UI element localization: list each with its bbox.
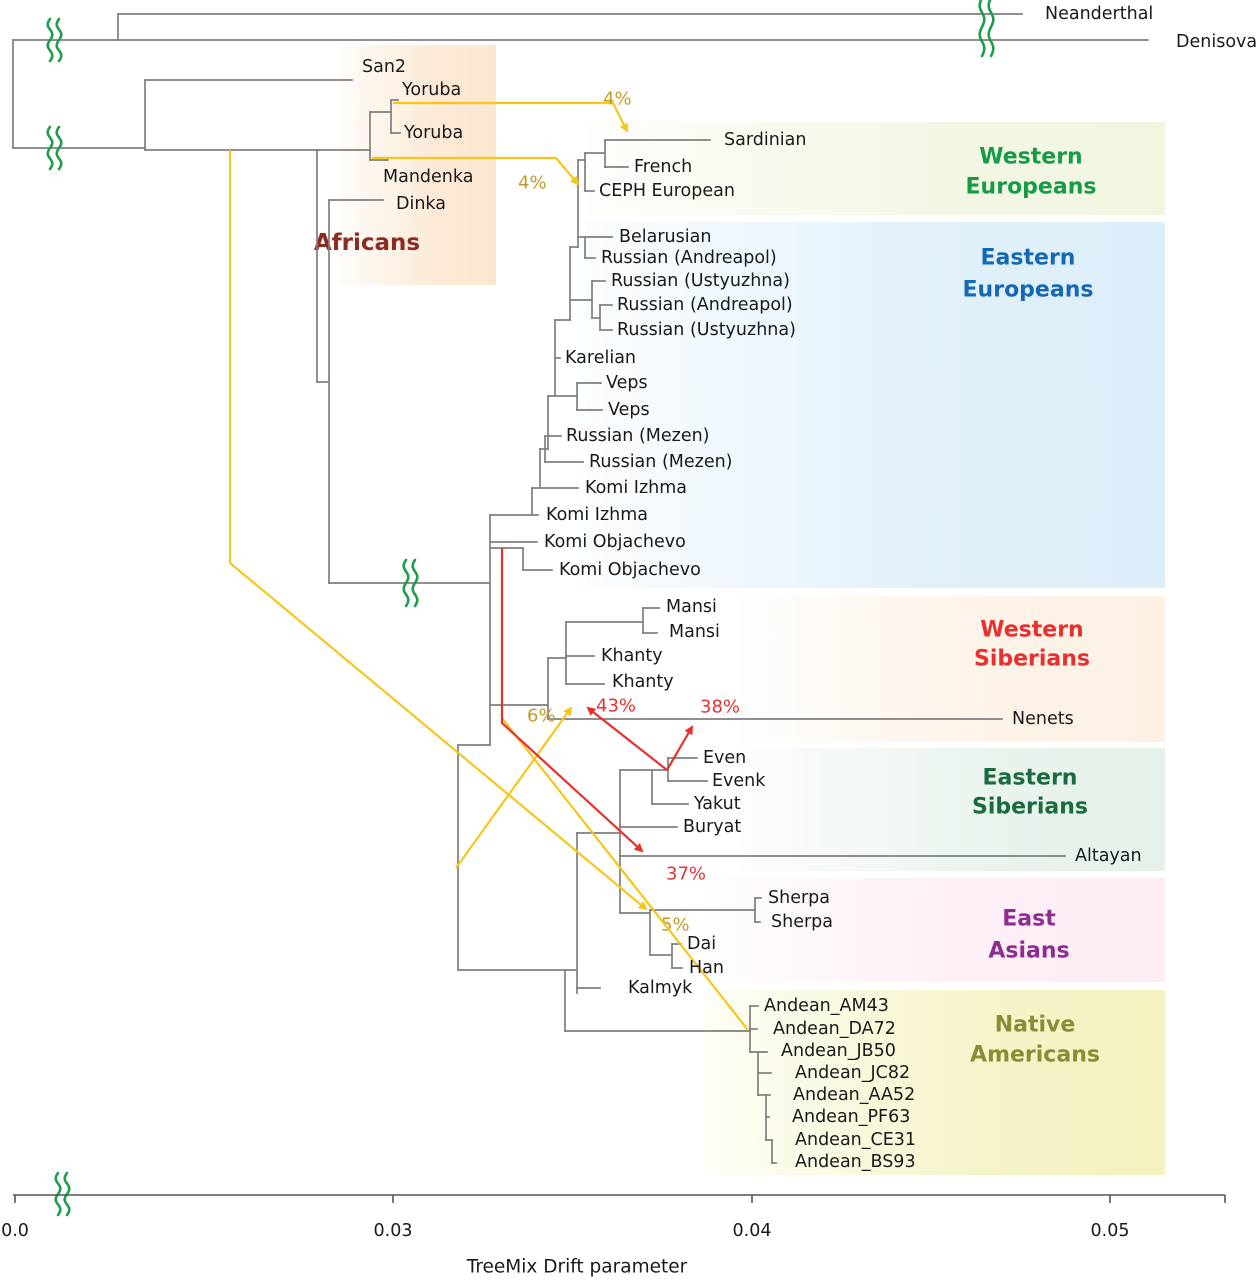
- branch-break-mark: [987, 0, 995, 58]
- taxon-label: Belarusian: [619, 227, 711, 247]
- region-label-western-siberians: Western: [980, 618, 1083, 643]
- region-box-east-asians: [703, 878, 1165, 982]
- taxon-label: Andean_CE31: [795, 1130, 916, 1150]
- migration-percent-yoruba-to-sardinian: 4%: [603, 89, 632, 110]
- taxon-label: San2: [362, 57, 406, 77]
- region-label-eastern-siberians: Eastern: [983, 766, 1078, 791]
- taxon-label: Yoruba: [403, 123, 463, 143]
- taxon-label: Veps: [608, 400, 650, 420]
- taxon-label: French: [634, 157, 692, 177]
- branch-break-mark: [46, 17, 54, 63]
- taxon-label: Karelian: [565, 348, 636, 368]
- branch-break-mark: [46, 125, 54, 171]
- taxon-label: Russian (Ustyuzhna): [617, 320, 796, 340]
- taxon-label: Nenets: [1012, 709, 1074, 729]
- branch-break-mark: [411, 558, 419, 608]
- region-label-western-europeans: Europeans: [966, 175, 1097, 200]
- taxon-label: Komi Izhma: [546, 505, 648, 525]
- taxon-label: Khanty: [601, 646, 663, 666]
- taxon-label: Andean_BS93: [795, 1152, 916, 1172]
- region-label-native-americans: Americans: [970, 1043, 1100, 1068]
- taxon-label: Russian (Andreapol): [601, 248, 777, 268]
- branch-break-mark: [63, 1171, 71, 1217]
- region-box-eastern-europeans: [585, 222, 1165, 588]
- branch-break-mark: [55, 125, 63, 171]
- region-label-western-europeans: Western: [979, 145, 1082, 170]
- x-axis-tick-label: 0.0: [1, 1221, 29, 1241]
- taxon-label: Sherpa: [771, 912, 833, 932]
- migration-percent-to-altayan: 37%: [666, 864, 706, 885]
- taxon-label: Dinka: [396, 194, 446, 214]
- branch-break-mark: [54, 1171, 62, 1217]
- region-box-eastern-siberians: [740, 748, 1165, 871]
- branch-break-mark: [402, 558, 410, 608]
- taxon-label: Komi Objachevo: [544, 532, 686, 552]
- taxon-label: Mansi: [666, 597, 717, 617]
- migration-edge-to-andeans: [501, 717, 749, 1031]
- region-label-eastern-siberians: Siberians: [972, 795, 1088, 820]
- region-box-western-europeans: [585, 122, 1165, 215]
- taxon-label: CEPH European: [599, 181, 735, 201]
- taxon-label: Mansi: [669, 622, 720, 642]
- taxon-label: Andean_AA52: [793, 1085, 915, 1105]
- migration-edge-african-to-eastasians: [228, 150, 648, 911]
- x-axis-tick-label: 0.05: [1091, 1221, 1130, 1241]
- taxon-label: Buryat: [683, 817, 741, 837]
- migration-percent-evenk-to-nenets: 38%: [700, 697, 740, 718]
- region-label-native-americans: Native: [995, 1013, 1076, 1038]
- migration-edge-evenk-to-nenets: [666, 725, 694, 771]
- taxon-label: Sherpa: [768, 888, 830, 908]
- region-box-africans: [340, 45, 496, 285]
- taxon-label: Andean_JC82: [795, 1063, 910, 1083]
- region-box-native-americans: [705, 990, 1165, 1175]
- taxon-label: Andean_DA72: [773, 1019, 896, 1039]
- taxon-label: Russian (Mezen): [589, 452, 733, 472]
- region-box-western-siberians: [740, 596, 1165, 742]
- region-label-eastern-europeans: Eastern: [981, 246, 1076, 271]
- taxon-label: Kalmyk: [628, 978, 693, 998]
- migration-edge-to-altayan: [500, 548, 644, 853]
- taxon-label: Yoruba: [401, 80, 461, 100]
- taxon-label: Evenk: [712, 771, 766, 791]
- taxon-label: Veps: [606, 373, 648, 393]
- branch-break-mark: [978, 0, 986, 58]
- x-axis-tick-label: 0.03: [374, 1221, 413, 1241]
- taxon-label: Komi Objachevo: [559, 560, 701, 580]
- migration-edge-mandenka-to-ceph: [372, 156, 580, 186]
- taxon-label: Yakut: [693, 794, 741, 814]
- taxon-label: Neanderthal: [1045, 4, 1153, 24]
- region-label-east-asians: Asians: [988, 939, 1069, 964]
- region-label-western-siberians: Siberians: [974, 647, 1090, 672]
- taxon-label: Khanty: [612, 672, 674, 692]
- taxon-label: Denisova: [1176, 32, 1257, 52]
- taxon-label: Russian (Andreapol): [617, 295, 793, 315]
- x-axis-title: TreeMix Drift parameter: [466, 1257, 688, 1278]
- taxon-label: Sardinian: [724, 130, 806, 150]
- migration-percent-mandenka-to-ceph: 4%: [518, 173, 547, 194]
- region-label-east-asians: East: [1002, 907, 1056, 932]
- x-axis-tick-label: 0.04: [733, 1221, 772, 1241]
- region-label-eastern-europeans: Europeans: [963, 278, 1094, 303]
- taxon-label: Han: [689, 958, 724, 978]
- taxon-label: Komi Izhma: [585, 478, 687, 498]
- migration-edge-evenk-to-wsiberians: [586, 706, 668, 771]
- migration-percent-to-western-siberians: 6%: [527, 706, 556, 727]
- taxon-label: Mandenka: [383, 167, 473, 187]
- migration-edge-yoruba-to-sardinian: [393, 101, 628, 133]
- taxon-label: Russian (Ustyuzhna): [611, 271, 790, 291]
- taxon-label: Even: [703, 748, 746, 768]
- migration-edge-to-western-siberians: [455, 706, 573, 869]
- taxon-label: Russian (Mezen): [566, 426, 710, 446]
- taxon-label: Dai: [687, 934, 716, 954]
- taxon-label: Andean_JB50: [781, 1041, 896, 1061]
- taxon-label: Andean_AM43: [764, 996, 889, 1016]
- region-label-africans: Africans: [314, 230, 420, 256]
- migration-percent-evenk-to-wsiberians: 43%: [596, 696, 636, 717]
- branch-break-mark: [55, 17, 63, 63]
- taxon-label: Andean_PF63: [792, 1107, 910, 1127]
- taxon-label: Altayan: [1075, 846, 1142, 866]
